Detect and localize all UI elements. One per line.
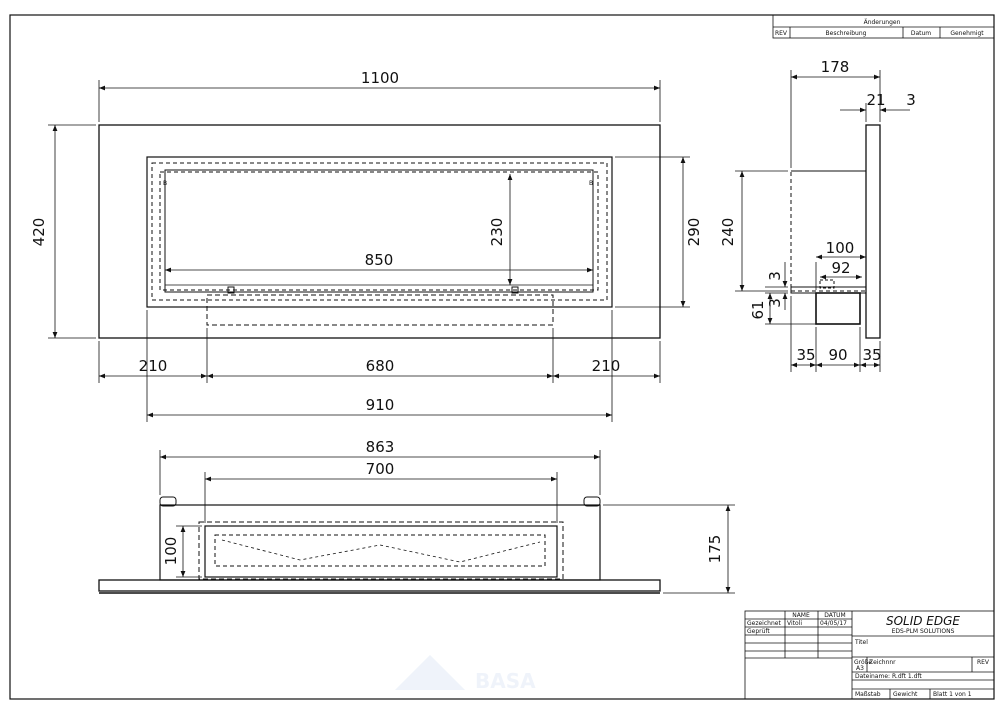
side-front-plate	[865, 124, 881, 339]
top-bracket-right	[583, 496, 601, 507]
tb-drawn-date: 04/05/17	[820, 620, 847, 627]
top-bracket-left	[159, 496, 177, 507]
dim-700: 700	[366, 460, 395, 478]
front-burner-hidden	[206, 294, 554, 326]
front-glass	[164, 169, 594, 293]
title-block: NAME DATUM Gezeichnet Vitoli 04/05/17 Ge…	[744, 610, 995, 700]
dim-3-top: 3	[906, 91, 916, 109]
svg-text:B: B	[589, 180, 593, 187]
dim-3-a: 3	[766, 271, 784, 281]
top-view	[98, 496, 661, 594]
front-hidden-body	[151, 162, 608, 301]
tb-scale-label: Maßstab	[855, 691, 881, 698]
dim-92: 92	[831, 259, 850, 277]
front-hidden-inner	[159, 171, 599, 291]
dim-175: 175	[706, 535, 724, 564]
top-burner-hidden	[198, 521, 564, 580]
svg-text:BASA: BASA	[475, 669, 536, 693]
dim-210-right: 210	[592, 357, 621, 375]
tb-drawn-label: Gezeichnet	[747, 620, 781, 627]
dim-35-left: 35	[796, 346, 815, 364]
side-dimensions	[735, 70, 910, 372]
dim-100: 100	[826, 239, 855, 257]
dim-420: 420	[30, 218, 48, 247]
tb-checked-label: Geprüft	[747, 628, 770, 635]
front-dimension-labels: 1100 420 290 230 850 210 680 210 910	[30, 69, 703, 414]
tb-title-label: Titel	[854, 639, 868, 646]
top-body	[159, 504, 601, 581]
side-burner	[815, 292, 861, 325]
dim-178: 178	[821, 58, 850, 76]
tb-header-date: DATUM	[824, 612, 845, 619]
dim-3-b: 3	[766, 298, 784, 308]
tb-filename: Dateiname: R.dft 1.dft	[855, 673, 922, 680]
tb-sheet-label: Blatt 1 von 1	[933, 691, 972, 698]
tb-weight-label: Gewicht	[893, 691, 918, 698]
tb-brand-sub: EDS-PLM SOLUTIONS	[892, 628, 955, 635]
dim-90: 90	[828, 346, 847, 364]
revision-col-rev: REV	[775, 30, 788, 37]
tb-header-name: NAME	[792, 612, 810, 619]
dim-35-right: 35	[862, 346, 881, 364]
dim-1100: 1100	[361, 69, 399, 87]
revision-col-date: Datum	[911, 30, 931, 37]
dim-100-top: 100	[162, 537, 180, 566]
tb-size-label: Größe	[854, 659, 872, 666]
front-outer-frame	[98, 124, 661, 339]
front-bracket	[227, 286, 235, 294]
top-burner	[204, 525, 558, 578]
dim-910: 910	[366, 396, 395, 414]
dim-230: 230	[488, 218, 506, 247]
side-burner-top	[819, 279, 835, 289]
dim-290: 290	[685, 218, 703, 247]
sheet-border	[9, 14, 995, 700]
front-opening	[146, 156, 613, 308]
dim-240: 240	[719, 218, 737, 247]
side-view	[790, 124, 881, 339]
revision-col-approved: Genehmigt	[950, 30, 984, 37]
watermark: BASA	[395, 655, 536, 693]
top-dimensions	[159, 450, 735, 594]
top-front-plate	[98, 579, 661, 592]
tb-brand: SOLID EDGE	[886, 614, 960, 628]
revision-title: Änderungen	[864, 19, 901, 26]
tb-drawing-no-label: Zeichnnr	[869, 659, 896, 666]
revision-table: Änderungen REV Beschreibung Datum Genehm…	[772, 14, 995, 39]
tb-rev-label: REV	[977, 659, 990, 666]
dim-680: 680	[366, 357, 395, 375]
svg-text:B: B	[163, 180, 167, 187]
front-bracket	[511, 286, 519, 294]
top-dimension-labels: 863 700 100 175	[162, 438, 724, 565]
dim-210-left: 210	[139, 357, 168, 375]
tb-drawn-name: Vitoli	[787, 620, 802, 627]
front-view: B B	[98, 124, 661, 339]
dim-21: 21	[866, 91, 885, 109]
side-body-hidden	[790, 170, 867, 292]
front-dimensions	[48, 80, 690, 422]
dim-61: 61	[749, 300, 767, 319]
dim-863: 863	[366, 438, 395, 456]
tb-size-value: A3	[856, 665, 864, 672]
dim-850: 850	[365, 251, 394, 269]
side-dimension-labels: 178 21 3 240 100 92 3 3 61 35 90 35	[719, 58, 916, 364]
revision-col-desc: Beschreibung	[826, 30, 867, 37]
